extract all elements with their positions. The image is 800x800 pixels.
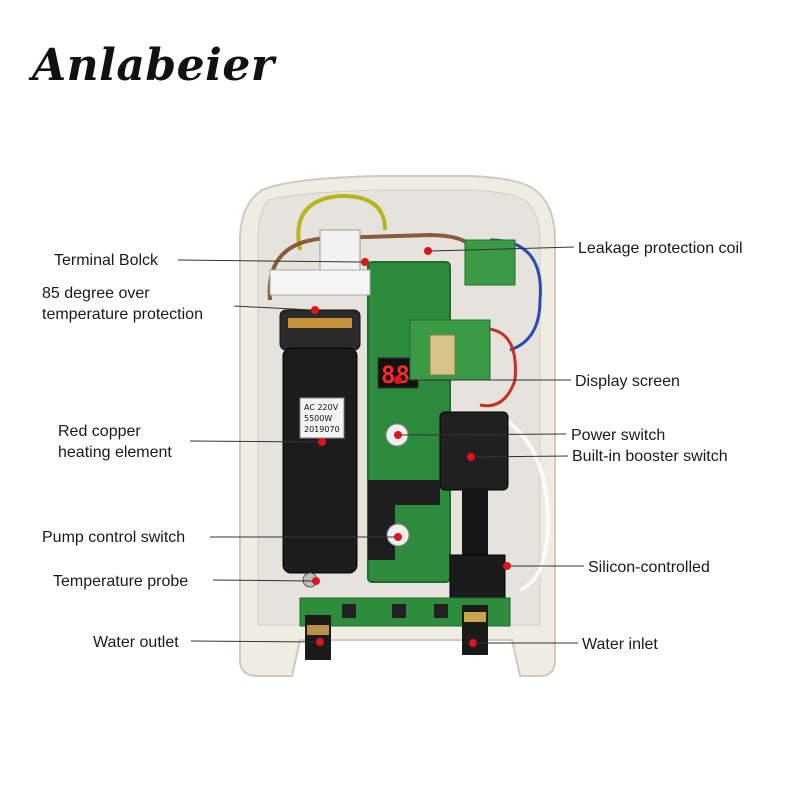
label-water-inlet: Water inlet bbox=[582, 636, 658, 653]
button-1 bbox=[342, 604, 356, 618]
wire-yellow-green bbox=[296, 193, 387, 251]
heater-rating-line2: 5500W bbox=[304, 414, 332, 423]
terminal-block bbox=[319, 229, 361, 271]
brand-logo: Anlabeier bbox=[32, 40, 275, 91]
label-over-temp-line2: temperature protection bbox=[42, 306, 203, 323]
marker-temp-probe bbox=[312, 577, 320, 585]
marker-power-switch bbox=[394, 431, 402, 439]
marker-water-inlet bbox=[469, 639, 477, 647]
label-booster: Built-in booster switch bbox=[572, 448, 728, 465]
marker-scr bbox=[503, 562, 511, 570]
leader-power-switch bbox=[400, 433, 567, 436]
wire-blue bbox=[489, 238, 542, 352]
booster-pump bbox=[439, 411, 509, 491]
label-pump-switch: Pump control switch bbox=[42, 529, 186, 546]
marker-leakage-coil bbox=[424, 247, 432, 255]
marker-pump-switch bbox=[394, 533, 402, 541]
heater-rating-label bbox=[299, 397, 345, 439]
label-heating-line1: Red copper bbox=[58, 423, 141, 440]
label-power-switch: Power switch bbox=[571, 427, 666, 444]
leader-water-outlet bbox=[190, 640, 318, 643]
terminal-block-base bbox=[269, 269, 371, 296]
label-display: Display screen bbox=[575, 373, 680, 390]
label-leakage-coil: Leakage protection coil bbox=[578, 240, 743, 257]
leakage-coil-board bbox=[464, 239, 516, 286]
marker-booster bbox=[467, 453, 475, 461]
button-2 bbox=[392, 604, 406, 618]
heater-rating-line3: 2019070 bbox=[304, 425, 340, 434]
leader-terminal-block bbox=[177, 259, 363, 263]
wire-white bbox=[503, 418, 551, 592]
label-scr: Silicon-controlled bbox=[588, 559, 710, 576]
label-terminal-block: Terminal Bolck bbox=[54, 252, 159, 269]
label-heating-element: Red copper heating element bbox=[58, 421, 172, 463]
water-outlet-connector bbox=[305, 615, 331, 660]
leader-temp-probe bbox=[212, 579, 314, 582]
transformer bbox=[429, 334, 456, 376]
water-inlet-fitting bbox=[464, 612, 486, 622]
marker-water-outlet bbox=[316, 638, 324, 646]
label-temp-probe: Temperature probe bbox=[53, 573, 189, 590]
leader-leakage-coil bbox=[430, 246, 575, 252]
marker-terminal-block bbox=[361, 258, 369, 266]
heater-cap bbox=[279, 309, 361, 351]
elbow-pipe bbox=[368, 480, 440, 560]
display-digits: 88 bbox=[381, 361, 410, 389]
leader-lines bbox=[177, 246, 584, 644]
heater-rating-line1: AC 220V bbox=[304, 403, 339, 412]
marker-display bbox=[394, 376, 402, 384]
label-over-temp-line1: 85 degree over bbox=[42, 285, 150, 302]
label-water-outlet: Water outlet bbox=[93, 634, 179, 651]
label-heating-line2: heating element bbox=[58, 444, 172, 461]
marker-over-temp bbox=[311, 306, 319, 314]
heating-element-body bbox=[282, 347, 358, 574]
leader-heating-element bbox=[189, 440, 319, 443]
label-over-temp: 85 degree over temperature protection bbox=[42, 283, 203, 325]
button-3 bbox=[434, 604, 448, 618]
marker-dots bbox=[311, 247, 511, 647]
heater-copper-ring bbox=[288, 318, 352, 328]
leader-booster bbox=[473, 455, 569, 458]
scr-module bbox=[449, 554, 506, 601]
marker-heating-element bbox=[318, 438, 326, 446]
water-outlet-fitting bbox=[307, 625, 329, 635]
leader-over-temp bbox=[233, 305, 313, 311]
wire-brown bbox=[267, 232, 472, 301]
